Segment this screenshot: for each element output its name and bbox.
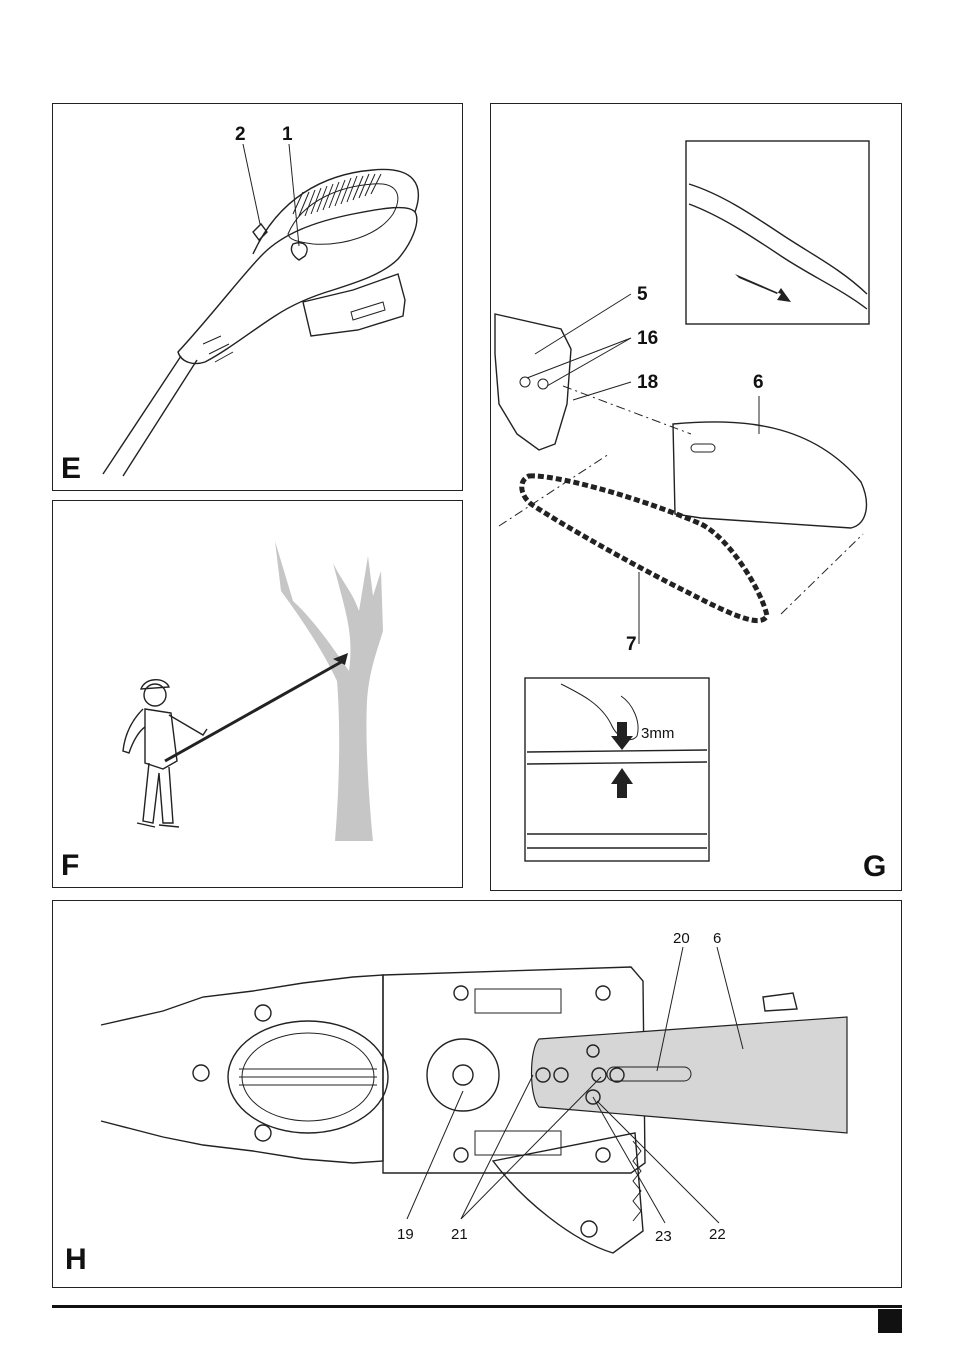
chain-assembly-illustration: 5 16 18 6 7 3mm xyxy=(491,104,903,892)
footer-rule xyxy=(52,1305,902,1308)
callout-1: 1 xyxy=(282,124,293,145)
figure-panel-e: 2 1 E xyxy=(52,103,463,491)
lower-guard xyxy=(493,1133,643,1253)
callout-22: 22 xyxy=(709,1226,726,1243)
page-tab-marker xyxy=(878,1309,902,1333)
callout-20: 20 xyxy=(673,930,690,947)
panel-letter: E xyxy=(61,454,81,484)
guide-bar-plate xyxy=(532,1017,848,1133)
pole-saw-shaft xyxy=(165,661,343,761)
callout-21: 21 xyxy=(451,1226,468,1243)
figure-panel-h: 20 6 19 21 23 22 H xyxy=(52,900,902,1288)
callout-5: 5 xyxy=(637,284,648,305)
panel-letter: G xyxy=(863,852,886,882)
callout-6: 6 xyxy=(713,930,721,947)
panel-letter: H xyxy=(65,1245,87,1275)
tension-measure-label: 3mm xyxy=(641,725,674,742)
drive-sprocket xyxy=(427,1039,499,1111)
figure-panel-g: 5 16 18 6 7 3mm G xyxy=(490,103,902,891)
callout-7: 7 xyxy=(626,634,637,655)
callout-19: 19 xyxy=(397,1226,414,1243)
callout-6: 6 xyxy=(753,372,764,393)
callout-23: 23 xyxy=(655,1228,672,1245)
bar-mounting-illustration: 20 6 19 21 23 22 xyxy=(53,901,903,1289)
usage-illustration xyxy=(53,501,464,889)
pole-drawing xyxy=(103,356,197,476)
saw-chain xyxy=(522,476,767,621)
panel-letter: F xyxy=(61,851,79,881)
callout-2: 2 xyxy=(235,124,246,145)
figure-panel-f: F xyxy=(52,500,463,888)
motor-housing xyxy=(495,314,571,450)
callout-16: 16 xyxy=(637,328,658,349)
guide-bar xyxy=(673,422,866,528)
worker-figure xyxy=(123,680,207,827)
callout-18: 18 xyxy=(637,372,658,393)
handle-illustration: 2 1 xyxy=(53,104,464,492)
